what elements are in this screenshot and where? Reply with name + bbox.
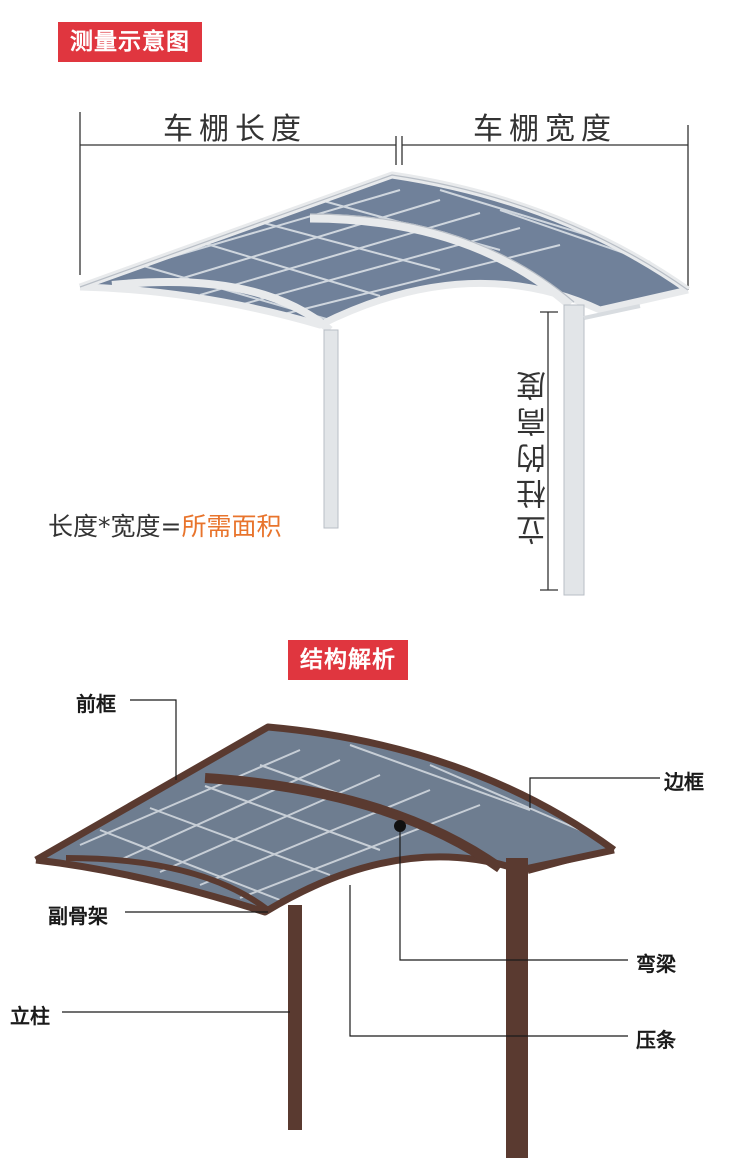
front-column-white: [323, 329, 339, 529]
curved-beam-marker: [394, 820, 406, 832]
dimension-lines: [79, 112, 689, 591]
area-formula: 长度*宽度=所需面积: [48, 507, 281, 543]
measurement-diagram-badge: 测量示意图: [58, 22, 202, 62]
measurement-illustration: [78, 112, 691, 596]
front-column-brown: [288, 905, 302, 1130]
rear-column-brown: [506, 858, 528, 1158]
rear-column-white: [563, 304, 585, 596]
carport-length-label: 车棚长度: [163, 112, 307, 147]
area-formula-prefix: 长度*宽度=: [48, 512, 182, 541]
column-label: 立柱: [10, 1004, 50, 1028]
area-formula-result: 所需面积: [181, 512, 282, 541]
callout-lines: [62, 699, 660, 1037]
pressing-strip-label: 压条: [636, 1028, 676, 1052]
side-frame-label: 边框: [664, 770, 704, 794]
front-frame-label: 前框: [76, 692, 116, 716]
carport-width-label: 车棚宽度: [473, 112, 617, 147]
sub-frame-label: 副骨架: [48, 904, 108, 928]
curved-beam-label: 弯梁: [636, 952, 676, 976]
structure-analysis-badge: 结构解析: [288, 640, 408, 680]
